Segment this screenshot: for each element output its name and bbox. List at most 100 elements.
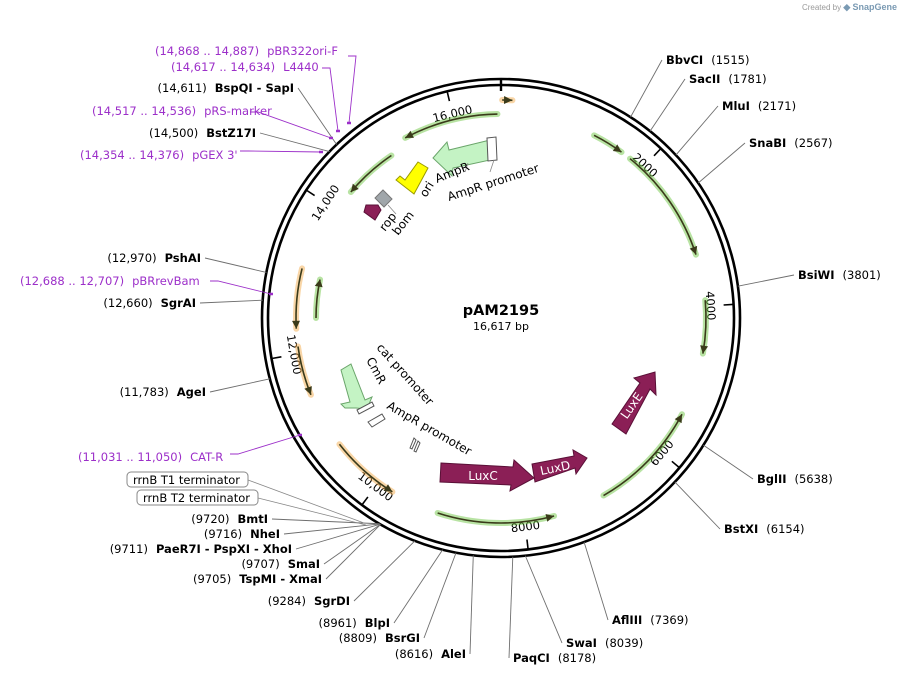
site-position: (6154) xyxy=(766,522,804,536)
site-leader-snabi xyxy=(697,142,746,184)
site-leader-swai xyxy=(524,555,563,644)
site-name: PshAI xyxy=(165,251,201,265)
luxe-arrow xyxy=(611,371,657,435)
site-label-alei: (8616)AleI xyxy=(395,647,466,661)
primer-label-pbr322ori-f: (14,868 .. 14,887)pBR322ori-F xyxy=(155,44,338,58)
site-name: SnaBI xyxy=(749,136,786,150)
feature-arc-layer xyxy=(292,96,709,526)
site-label-nhei: (9716)NheI xyxy=(204,527,280,541)
site-name: SmaI xyxy=(288,557,320,571)
site-name: BstXI xyxy=(724,522,758,536)
primer-range: (12,688 .. 12,707) xyxy=(20,274,124,288)
terminator-marks xyxy=(409,437,421,453)
site-name: NheI xyxy=(250,527,280,541)
plasmid-length: 16,617 bp xyxy=(473,320,529,333)
primer-range: (11,031 .. 11,050) xyxy=(78,450,182,464)
primer-name: L4440 xyxy=(283,60,319,74)
primer-name: pRS-marker xyxy=(204,104,272,118)
ori-arrow xyxy=(395,161,429,195)
site-label-bglii: BglII(5638) xyxy=(757,472,833,486)
ampr-arrow xyxy=(432,139,491,178)
tick-mark-5 xyxy=(272,356,282,360)
primer-label-pbrrevbam: (12,688 .. 12,707)pBRrevBam xyxy=(20,274,200,288)
site-label-agei: (11,783)AgeI xyxy=(120,385,206,399)
site-name: PaqCI xyxy=(513,651,550,665)
primer-name: pBR322ori-F xyxy=(267,44,338,58)
feature-arc-10 xyxy=(292,265,306,332)
site-position: (2567) xyxy=(794,136,832,150)
primer-range: (14,517 .. 14,536) xyxy=(92,104,196,118)
feature-arc-8 xyxy=(336,441,396,495)
site-leader-tspmi-xmai xyxy=(325,524,381,580)
site-leader-mlui xyxy=(675,105,719,156)
ampr-promoter-box xyxy=(486,136,498,162)
site-position: (8809) xyxy=(339,631,377,645)
site-leader-alei xyxy=(469,555,474,655)
feature-arc-7 xyxy=(434,509,558,526)
feature-arc-1 xyxy=(402,111,501,141)
tick-label-4: 10,000 xyxy=(355,469,396,504)
primer-name: pGEX 3' xyxy=(192,148,238,162)
tick-mark-7 xyxy=(446,92,451,102)
site-line-layer xyxy=(199,55,795,659)
snapgene-logo: ◆ xyxy=(843,2,851,12)
primer-label-pgex-3: (14,354 .. 14,376)pGEX 3' xyxy=(80,148,238,162)
site-leader-bglii xyxy=(703,444,754,480)
site-label-paer7i-pspxi-xhoi: (9711)PaeR7I - PspXI - XhoI xyxy=(110,542,292,556)
luxc-label: LuxC xyxy=(468,469,498,483)
site-leader-sgrdi xyxy=(353,540,416,602)
site-leader-bspqi-sapi xyxy=(297,87,337,145)
site-label-swai: SwaI(8039) xyxy=(566,636,643,650)
site-position: (8616) xyxy=(395,647,433,661)
tick-mark-4 xyxy=(361,496,369,505)
site-name: BmtI xyxy=(237,512,268,526)
cmr-arrow xyxy=(340,363,373,410)
credit-brand: SnapGene xyxy=(852,2,897,12)
site-name: BstZ17I xyxy=(206,126,256,140)
plasmid-name: pAM2195 xyxy=(463,303,539,319)
snapgene-credit: Created by ◆ SnapGene xyxy=(802,2,897,13)
rrnb-t1-box xyxy=(126,471,249,488)
site-label-sgrai: (12,660)SgrAI xyxy=(103,296,196,310)
bom-feature: bom xyxy=(374,189,417,238)
site-position: (7369) xyxy=(650,613,688,627)
tick-label-6: 14,000 xyxy=(309,182,343,223)
site-position: (14,500) xyxy=(149,126,198,140)
feature-arc-2 xyxy=(347,152,395,196)
site-name: SacII xyxy=(689,72,720,86)
site-label-sacii: SacII(1781) xyxy=(689,72,767,86)
site-position: (9707) xyxy=(241,557,279,571)
feature-arc-9 xyxy=(294,343,314,398)
site-label-bsrgi: (8809) BsrGI xyxy=(339,631,420,645)
site-name: AgeI xyxy=(177,385,206,399)
ori-feature: ori xyxy=(395,161,437,200)
site-name: BsrGI xyxy=(385,631,420,645)
tick-mark-3 xyxy=(526,539,529,549)
terminator-labels: rrnB T1 terminator rrnB T2 terminator xyxy=(126,471,367,526)
primer-label-l4440: (14,617 .. 14,634) L4440 xyxy=(171,60,319,74)
rrnb-t1-label: rrnB T1 terminator xyxy=(133,473,240,487)
primer-leader-pbr322ori-f xyxy=(348,55,357,124)
bom-box xyxy=(374,189,393,208)
site-name: BglII xyxy=(757,472,787,486)
site-label-bsiwi: BsiWI(3801) xyxy=(798,268,881,282)
label-layer: BbvCI(1515)SacII(1781)MluI(2171)SnaBI(25… xyxy=(20,44,881,665)
site-position: (12,660) xyxy=(103,296,152,310)
site-position: (12,970) xyxy=(107,251,156,265)
site-position: (8039) xyxy=(605,636,643,650)
site-leader-bmti xyxy=(271,518,380,525)
site-position: (9284) xyxy=(268,594,306,608)
site-leader-sacii xyxy=(649,78,686,132)
site-label-sgrdi: (9284) SgrDI xyxy=(268,594,350,608)
rop-arrow xyxy=(363,204,382,221)
site-leader-paqci xyxy=(508,556,514,659)
ampr-promoter-2-feature: AmpR promoter xyxy=(367,398,474,458)
site-label-paqci: PaqCI(8178) xyxy=(513,651,596,665)
primer-range: (14,617 .. 14,634) xyxy=(171,60,275,74)
site-position: (2171) xyxy=(758,99,796,113)
credit-prefix: Created by xyxy=(801,3,842,12)
site-name: SgrDI xyxy=(314,594,350,608)
site-leader-paer7i-pspxi-xhoi xyxy=(295,523,381,550)
site-leader-smai xyxy=(323,523,381,565)
site-leader-bsrgi xyxy=(423,552,457,639)
